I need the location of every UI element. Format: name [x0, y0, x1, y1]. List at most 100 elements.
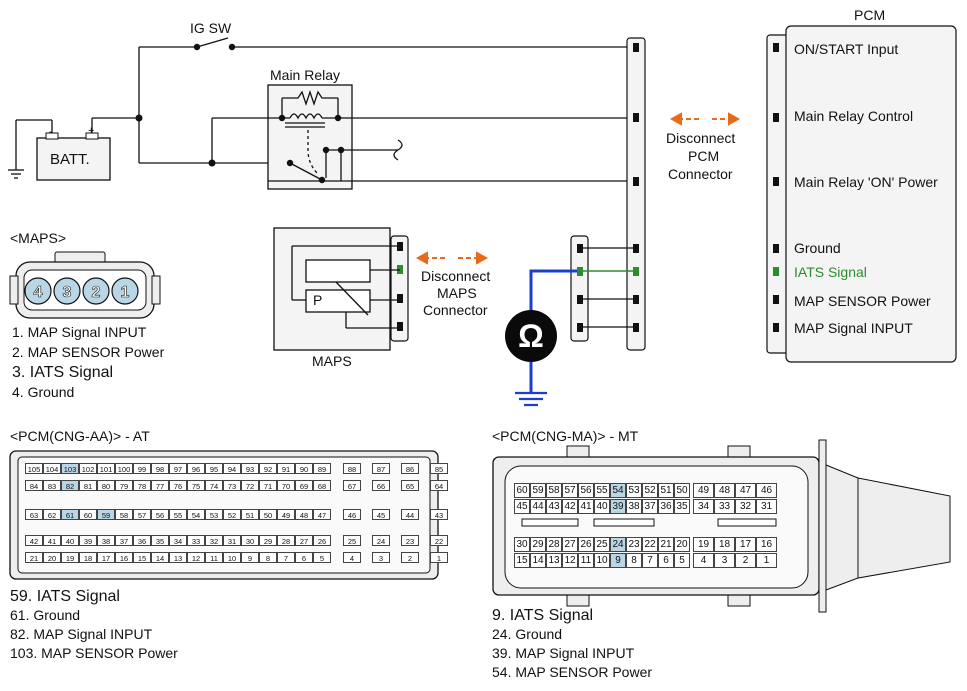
pin-cell: 18: [79, 552, 97, 563]
pin-cell: 96: [187, 463, 205, 474]
pin-cell: 97: [169, 463, 187, 474]
pcm-pin-label: Main Relay 'ON' Power: [794, 174, 938, 190]
pin-cell: 45: [514, 499, 530, 514]
pin-cell: 80: [97, 480, 115, 491]
pin-cell: 2: [401, 552, 419, 563]
pin-cell: 46: [343, 509, 361, 520]
main-relay: [267, 84, 628, 190]
pin-cell: 19: [693, 537, 714, 552]
pin-cell: 47: [313, 509, 331, 520]
pin-cell: 61: [61, 509, 79, 520]
pcm-pin-label: MAP SENSOR Power: [794, 293, 931, 309]
legend-item: 24. Ground: [492, 626, 563, 642]
pin-cell: 6: [658, 553, 674, 568]
pin-cell: 43: [430, 509, 448, 520]
pcm-ma-connector: [492, 439, 951, 613]
pin-cell: 103: [61, 463, 79, 474]
pin-cell: 24: [610, 537, 626, 552]
pin-cell: 69: [295, 480, 313, 491]
pin-cell: 46: [756, 483, 777, 498]
pin-cell: 2: [735, 553, 756, 568]
legend-item: 1. MAP Signal INPUT: [12, 324, 147, 340]
pin-cell: 1: [430, 552, 448, 563]
pin-cell: 49: [277, 509, 295, 520]
pin-cell: 16: [756, 537, 777, 552]
pin-cell: 29: [530, 537, 546, 552]
pin-cell: 49: [693, 483, 714, 498]
switch-contact: [193, 43, 201, 51]
pcm-title: PCM: [854, 7, 886, 23]
legend-item: 3. IATS Signal: [12, 364, 114, 381]
legend-item: 9. IATS Signal: [492, 607, 594, 624]
pin-cell: 35: [151, 535, 169, 546]
pin-cell: 8: [626, 553, 642, 568]
pin-cell: 31: [756, 499, 777, 514]
pin-cell: 24: [372, 535, 390, 546]
ignition-wiring: [138, 37, 628, 164]
battery-label: BATT.: [50, 151, 90, 168]
pin-cell: 40: [61, 535, 79, 546]
pin-cell: 20: [674, 537, 690, 552]
battery-plus: +: [88, 125, 95, 137]
pin-cell: 82: [61, 480, 79, 491]
pin-cell: 78: [133, 480, 151, 491]
pin-cell: 12: [562, 553, 578, 568]
pin-cell: 33: [714, 499, 735, 514]
disconnect-maps-line-2: MAPS: [437, 285, 477, 301]
pin-cell: 58: [115, 509, 133, 520]
pin-cell: 27: [295, 535, 313, 546]
pin-cell: 17: [97, 552, 115, 563]
pin-cell: 16: [115, 552, 133, 563]
ig-sw-label: IG SW: [190, 20, 232, 36]
pin-cell: 73: [223, 480, 241, 491]
battery-symbol: [8, 117, 139, 181]
pin-cell: 63: [25, 509, 43, 520]
pin-cell: 7: [277, 552, 295, 563]
pin-cell: 56: [578, 483, 594, 498]
pin-cell: 93: [241, 463, 259, 474]
pin-cell: 7: [642, 553, 658, 568]
pin-cell: 29: [259, 535, 277, 546]
pin-cell: 105: [25, 463, 43, 474]
pin-cell: 14: [530, 553, 546, 568]
pin-cell: 22: [430, 535, 448, 546]
pin-cell: 19: [61, 552, 79, 563]
pin-cell: 88: [343, 463, 361, 474]
pin-cell: 84: [25, 480, 43, 491]
pcm-box: [766, 25, 957, 363]
pin-cell: 91: [277, 463, 295, 474]
pin-cell: 62: [43, 509, 61, 520]
disconnect-pcm-arrow: [669, 112, 741, 126]
ohmmeter: Ω: [505, 269, 577, 407]
pin-cell: 22: [642, 537, 658, 552]
legend-item: 54. MAP SENSOR Power: [492, 664, 653, 680]
pin-cell: 66: [372, 480, 390, 491]
pin-cell: 59: [97, 509, 115, 520]
pin-cell: 102: [79, 463, 97, 474]
pin-cell: 74: [205, 480, 223, 491]
pin-cell: 54: [187, 509, 205, 520]
pin-cell: 4: [693, 553, 714, 568]
legend-item: 59. IATS Signal: [10, 588, 120, 605]
maps-pin-3: 3: [63, 284, 72, 301]
pcm-ma-title: <PCM(CNG-MA)> - MT: [492, 428, 639, 444]
pin-cell: 70: [277, 480, 295, 491]
pin-cell: 20: [43, 552, 61, 563]
pin-cell: 56: [151, 509, 169, 520]
switch-contact: [228, 43, 236, 51]
pin-cell: 26: [313, 535, 331, 546]
disconnect-maps-arrow: [415, 251, 489, 265]
pin-cell: 76: [169, 480, 187, 491]
pin-cell: 5: [674, 553, 690, 568]
pin-cell: 31: [223, 535, 241, 546]
pin-cell: 68: [313, 480, 331, 491]
pin-cell: 53: [626, 483, 642, 498]
pin-cell: 77: [151, 480, 169, 491]
maps-pin-1: 1: [121, 284, 130, 301]
pin-cell: 41: [578, 499, 594, 514]
pin-cell: 92: [259, 463, 277, 474]
legend-item: 61. Ground: [10, 607, 81, 623]
maps-connector-face: 4 3 2 1: [9, 251, 161, 319]
pin-cell: 12: [187, 552, 205, 563]
breakout-connector: [570, 235, 633, 342]
